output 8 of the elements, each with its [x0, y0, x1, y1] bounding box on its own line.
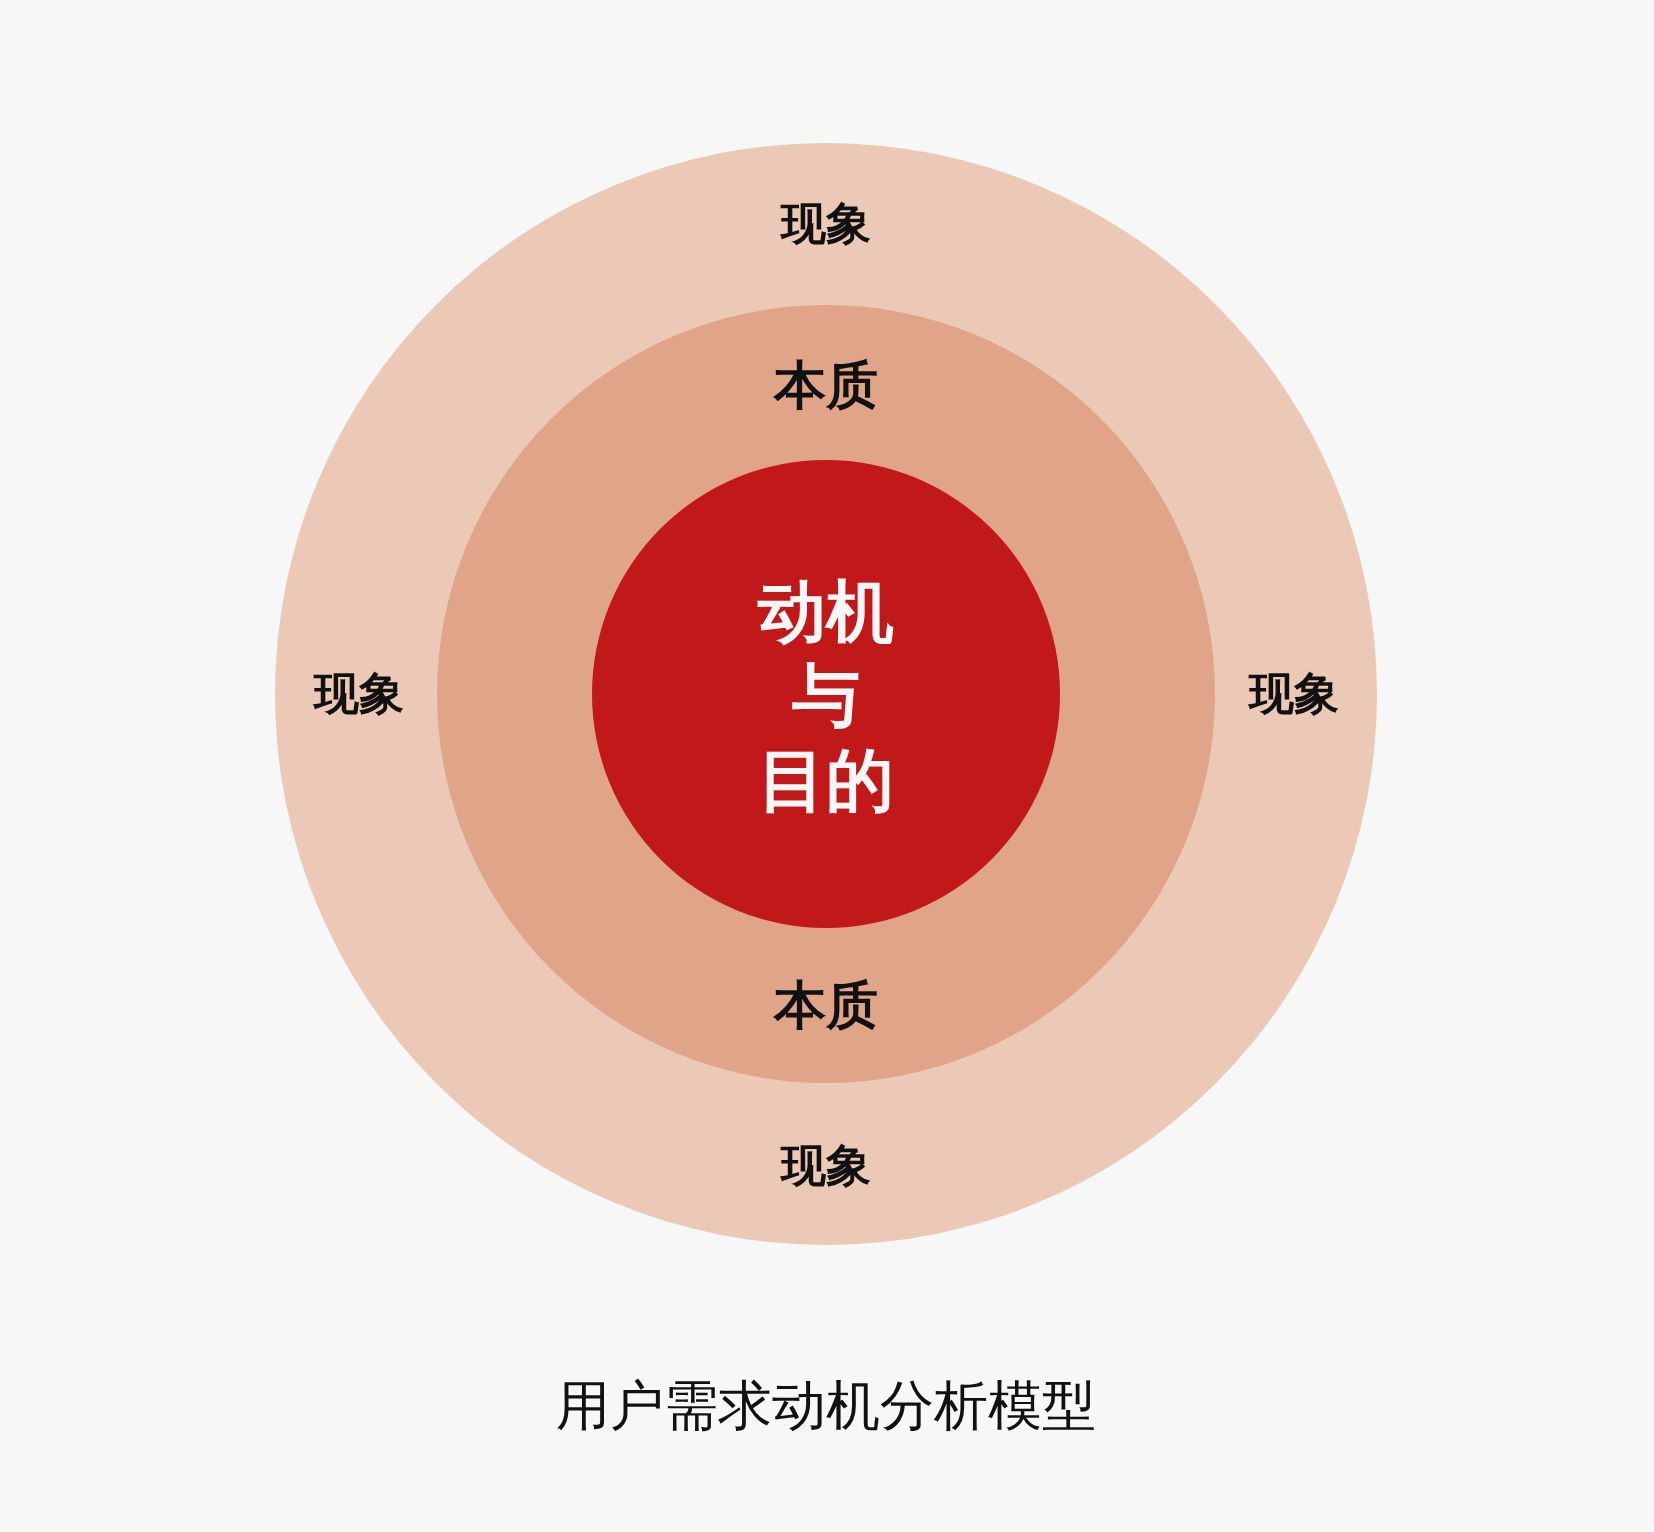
caption: 用户需求动机分析模型 — [556, 1372, 1096, 1439]
outer-ring-label: 现象 — [314, 667, 404, 721]
outer-ring-label: 现象 — [1249, 667, 1339, 721]
outer-ring-label: 现象 — [781, 1139, 871, 1193]
outer-ring-label: 现象 — [781, 197, 871, 251]
middle-ring-label: 本质 — [774, 353, 878, 417]
center-label: 动机与目的 — [758, 570, 894, 822]
middle-ring-label: 本质 — [774, 973, 878, 1037]
